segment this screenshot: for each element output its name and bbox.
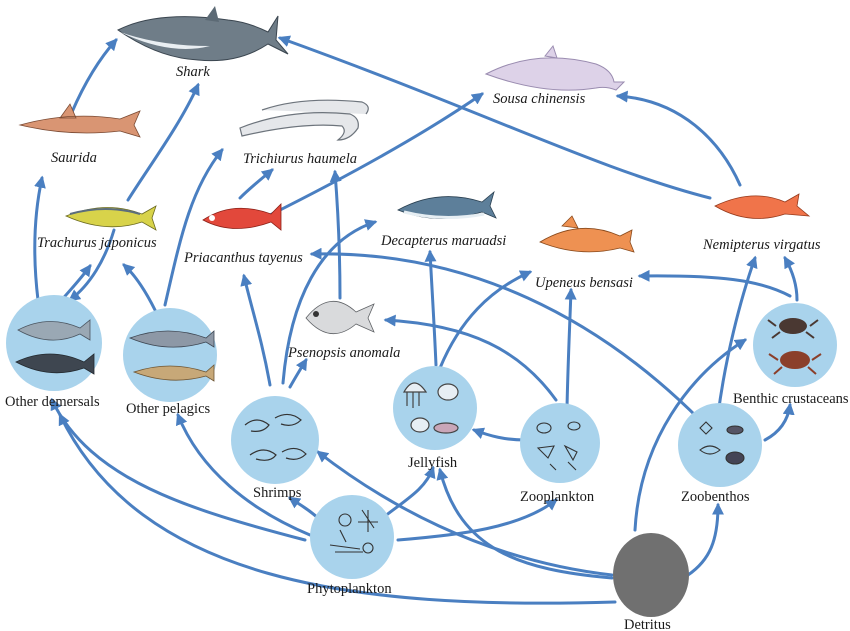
zoobenthos-icon <box>678 403 762 487</box>
node-upeneus: Upeneus bensasi <box>535 215 635 291</box>
edge-psenopsis-trichiurus <box>329 169 342 300</box>
edge-zoobenthos-nemipterus <box>716 255 758 417</box>
pelagic-fish-icon <box>123 308 217 402</box>
node-saurida: Saurida <box>18 103 141 166</box>
edge-pelagics-trachurus <box>122 263 157 312</box>
label-zooplankton: Zooplankton <box>520 489 595 505</box>
crab-icon <box>753 303 837 387</box>
label-shark: Shark <box>176 64 210 80</box>
edge-benthic-upeneus <box>637 269 792 298</box>
edge-pelagics-trichiurus <box>163 148 224 307</box>
node-trachurus: Trachurus japonicus <box>37 205 157 251</box>
label-nemipterus: Nemipterus virgatus <box>702 237 821 253</box>
node-shrimps: Shrimps <box>231 396 319 501</box>
edge-zooplankton-jellyfish <box>471 427 527 442</box>
edges <box>33 35 799 605</box>
edge-zoobenthos-benthic <box>763 402 795 442</box>
edge-demersals-saurida <box>33 175 46 302</box>
label-detritus: Detritus <box>624 617 671 631</box>
label-upeneus: Upeneus bensasi <box>535 275 633 291</box>
butterfish-icon <box>305 300 375 335</box>
edge-shrimps-decapterus <box>281 219 378 385</box>
label-phytoplankton: Phytoplankton <box>307 581 392 597</box>
node-zooplankton: Zooplankton <box>520 403 600 505</box>
edge-shrimps-priacanthus <box>240 273 272 387</box>
jellyfish-icon <box>393 366 477 450</box>
label-psenopsis: Psenopsis anomala <box>287 345 400 361</box>
node-sousa: Sousa chinensis <box>484 44 626 107</box>
edge-detritus-shrimps <box>316 450 614 577</box>
edge-saurida-shark <box>70 38 118 114</box>
label-shrimps: Shrimps <box>253 485 302 501</box>
edge-detritus-jellyfish <box>436 467 614 580</box>
label-saurida: Saurida <box>51 150 97 166</box>
node-detritus: Detritus <box>613 533 689 631</box>
shrimp-icon <box>231 396 319 484</box>
edge-priacanthus-sousa <box>268 92 484 217</box>
phytoplankton-icon <box>310 495 394 579</box>
label-zoobenthos: Zoobenthos <box>681 489 750 505</box>
node-priacanthus: Priacanthus tayenus <box>183 203 303 266</box>
edge-jellyfish-upeneus <box>438 270 533 370</box>
node-jellyfish: Jellyfish <box>393 366 477 471</box>
demersal-fish-icon <box>6 295 102 391</box>
edge-benthic-nemipterus <box>783 255 799 302</box>
edge-trachurus-shark <box>126 82 200 202</box>
edge-phyto-pelagics <box>176 412 312 537</box>
shark-icon <box>117 6 289 62</box>
node-phytoplankton: Phytoplankton <box>307 495 394 597</box>
edge-shrimps-psenopsis <box>288 357 308 389</box>
threadfin-bream-icon <box>714 193 811 219</box>
bigeye-icon <box>202 203 282 231</box>
edge-detritus-zoobenthos <box>686 502 724 577</box>
edge-zooplankton-upeneus <box>564 287 577 410</box>
node-psenopsis: Psenopsis anomala <box>287 300 400 361</box>
node-benthic-crustaceans: Benthic crustaceans <box>733 303 849 407</box>
edge-priacanthus-trichiurus <box>238 168 274 200</box>
lizardfish-icon <box>18 103 141 138</box>
edge-phyto-demersals <box>50 397 307 542</box>
edge-nemipterus-sousa <box>615 90 742 187</box>
edge-detritus-benthic <box>633 338 748 532</box>
label-trachurus: Trachurus japonicus <box>37 235 157 251</box>
label-other-demersals: Other demersals <box>5 394 100 410</box>
node-zoobenthos: Zoobenthos <box>678 403 762 505</box>
node-decapterus: Decapterus maruadsi <box>380 190 506 249</box>
label-other-pelagics: Other pelagics <box>126 401 211 417</box>
edge-trachurus-saurida <box>68 228 116 302</box>
edge-detritus-demersals <box>58 412 617 605</box>
edge-zoobenthos-priacanthus <box>309 247 702 422</box>
edge-zooplankton-psenopsis <box>383 314 558 402</box>
edge-phyto-jellyfish <box>378 465 436 522</box>
edge-jellyfish-decapterus <box>424 249 438 367</box>
label-benthic-crustaceans: Benthic crustaceans <box>733 391 849 407</box>
goatfish-icon <box>539 215 635 253</box>
label-sousa: Sousa chinensis <box>493 91 586 107</box>
label-jellyfish: Jellyfish <box>408 455 458 471</box>
label-decapterus: Decapterus maruadsi <box>380 233 506 249</box>
node-nemipterus: Nemipterus virgatus <box>702 193 821 253</box>
edge-nemipterus-shark <box>277 35 712 200</box>
node-trichiurus: Trichiurus haumela <box>239 99 369 167</box>
node-other-pelagics: Other pelagics <box>123 308 217 417</box>
hairtail-icon <box>239 99 369 141</box>
node-other-demersals: Other demersals <box>5 295 102 410</box>
dolphin-icon <box>484 44 626 91</box>
label-trichiurus: Trichiurus haumela <box>243 151 357 167</box>
zooplankton-icon <box>520 403 600 483</box>
label-priacanthus: Priacanthus tayenus <box>183 250 303 266</box>
node-shark: Shark <box>117 6 289 80</box>
edge-phyto-zooplankton <box>396 498 558 542</box>
detritus-circle <box>613 533 689 617</box>
